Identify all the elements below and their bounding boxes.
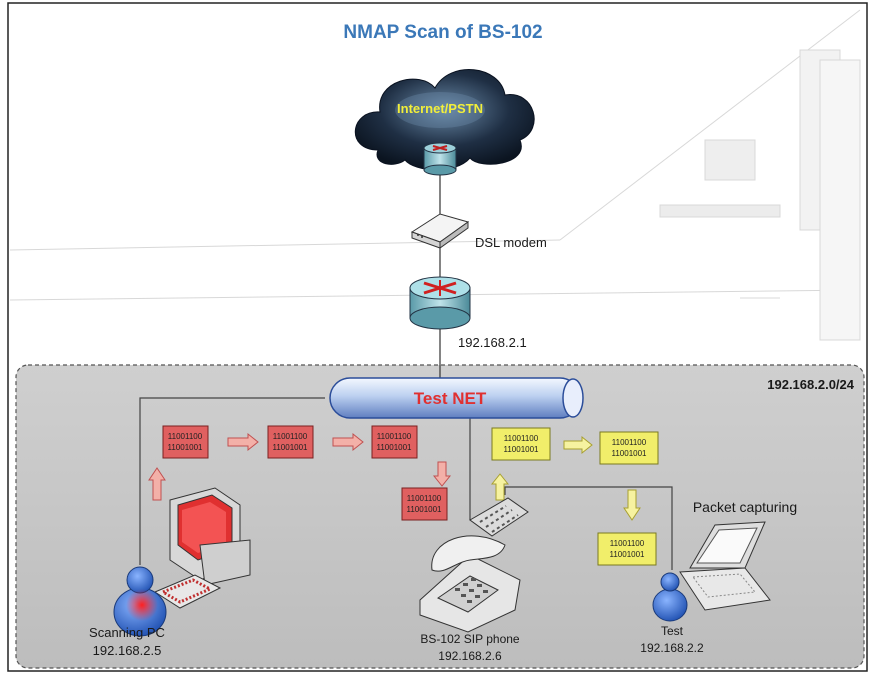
packet-yellow-1: 11001100 11001001 — [491, 427, 551, 461]
svg-text:11001100: 11001100 — [377, 432, 412, 441]
cloud-router-icon — [423, 142, 457, 176]
packet-red-4: 11001100 11001001 — [401, 487, 448, 521]
arrow-icon — [332, 432, 364, 452]
arrow-icon — [623, 489, 641, 521]
arrow-icon — [490, 473, 510, 501]
svg-text:11001100: 11001100 — [504, 434, 539, 443]
arrow-icon — [563, 435, 593, 455]
lan-cables — [139, 397, 673, 570]
svg-text:11001001: 11001001 — [407, 505, 443, 514]
desktop-pc-icon — [153, 487, 251, 609]
test-laptop-ip: 192.168.2.2 — [640, 641, 704, 655]
svg-text:11001001: 11001001 — [273, 443, 309, 452]
packet-yellow-2: 11001100 11001001 — [599, 431, 659, 465]
sip-phone-name: BS-102 SIP phone — [420, 632, 520, 646]
packet-capturing-label: Packet capturing — [693, 499, 797, 515]
sip-phone-ip: 192.168.2.6 — [438, 649, 502, 663]
svg-text:11001001: 11001001 — [612, 449, 648, 458]
arrow-icon — [148, 467, 166, 501]
router-ip-label: 192.168.2.1 — [458, 335, 527, 350]
svg-text:11001001: 11001001 — [377, 443, 413, 452]
arrow-icon — [227, 432, 259, 452]
scanning-pc-name: Scanning PC — [89, 625, 165, 640]
cloud-label: Internet/PSTN — [397, 101, 483, 116]
subnet-label: 192.168.2.0/24 — [767, 377, 855, 392]
user-icon — [113, 566, 167, 637]
packet-red-1: 11001100 11001001 — [162, 425, 209, 459]
svg-text:11001100: 11001100 — [168, 432, 203, 441]
svg-text:11001001: 11001001 — [168, 443, 204, 452]
dsl-modem-label: DSL modem — [475, 235, 547, 250]
diagram-title: NMAP Scan of BS-102 — [343, 22, 542, 43]
packet-red-3: 11001100 11001001 — [371, 425, 418, 459]
svg-text:11001100: 11001100 — [612, 438, 647, 447]
arrow-icon — [432, 461, 452, 487]
cloud-icon — [354, 69, 535, 171]
scanning-pc-ip: 192.168.2.5 — [93, 643, 162, 658]
svg-text:11001001: 11001001 — [610, 550, 646, 559]
svg-text:11001100: 11001100 — [610, 539, 645, 548]
test-laptop-name: Test — [661, 624, 684, 638]
test-net-bus — [329, 377, 584, 419]
laptop-icon — [679, 521, 771, 611]
svg-text:11001100: 11001100 — [407, 494, 442, 503]
router-icon — [409, 276, 471, 330]
user-icon — [652, 572, 688, 622]
background-decoration — [9, 9, 861, 341]
packet-yellow-3: 11001100 11001001 — [597, 532, 657, 566]
svg-text:11001100: 11001100 — [273, 432, 308, 441]
dsl-modem-icon — [410, 213, 470, 249]
packet-red-2: 11001100 11001001 — [267, 425, 314, 459]
svg-text:11001001: 11001001 — [504, 445, 540, 454]
ip-phone-icon — [419, 497, 529, 633]
test-net-label: Test NET — [414, 389, 487, 408]
